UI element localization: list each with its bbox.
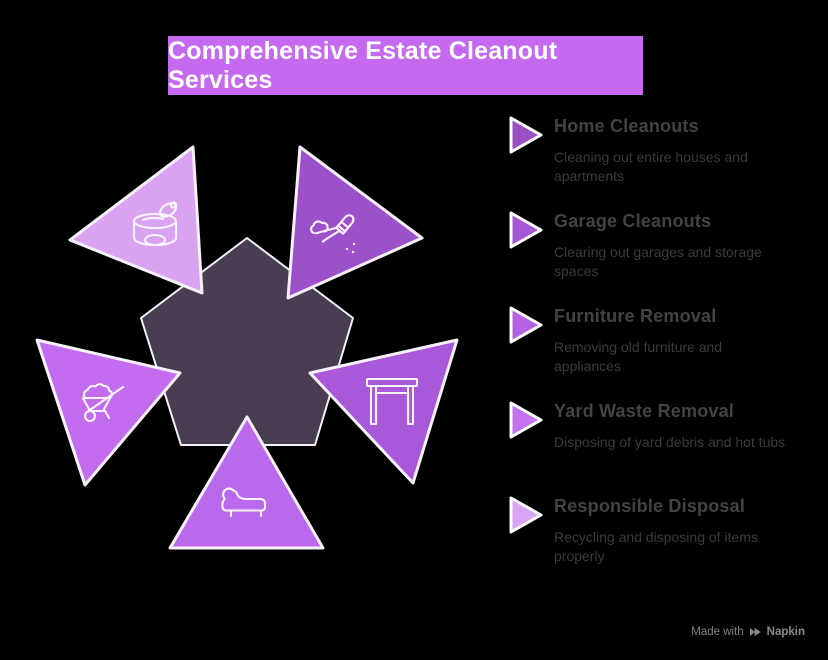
item-description: Clearing out garages and storage spaces — [554, 244, 762, 279]
item-description: Recycling and disposing of items properl… — [554, 529, 758, 564]
broom-sweep-icon — [310, 214, 356, 254]
item-title: Garage Cleanouts — [554, 211, 712, 231]
item-description: Removing old furniture and appliances — [554, 339, 723, 374]
item-description: Disposing of yard debris and hot tubs — [554, 434, 786, 450]
triangle-top-right — [286, 145, 424, 300]
list-item: Garage Cleanouts Clearing out garages an… — [508, 208, 808, 303]
item-title: Home Cleanouts — [554, 116, 699, 136]
service-list: Home Cleanouts Cleaning out entire house… — [508, 113, 808, 588]
table-icon — [365, 377, 419, 426]
napkin-brand-label: Napkin — [766, 626, 805, 638]
list-item: Furniture Removal Removing old furniture… — [508, 303, 808, 398]
triangle-right — [308, 338, 459, 485]
list-item: Home Cleanouts Cleaning out entire house… — [508, 113, 808, 208]
bullet-triangle-icon — [509, 496, 543, 534]
canned-food-icon — [132, 201, 178, 247]
made-with-label: Made with — [691, 626, 744, 638]
title-banner: Comprehensive Estate Cleanout Services — [168, 36, 643, 95]
bullet-triangle-icon — [509, 211, 543, 249]
triangle-top-left — [68, 145, 204, 295]
item-title: Furniture Removal — [554, 306, 717, 326]
bullet-triangle-icon — [509, 306, 543, 344]
bullet-triangle-icon — [509, 116, 543, 154]
item-description: Cleaning out entire houses and apartment… — [554, 149, 748, 184]
item-title: Responsible Disposal — [554, 496, 746, 516]
napkin-logo-icon — [749, 628, 761, 636]
triangle-left — [35, 338, 182, 487]
chaise-couch-icon — [221, 487, 267, 518]
page-title: Comprehensive Estate Cleanout Services — [168, 36, 558, 94]
list-item: Responsible Disposal Recycling and dispo… — [508, 493, 808, 588]
bullet-triangle-icon — [509, 401, 543, 439]
item-title: Yard Waste Removal — [554, 401, 735, 421]
triangle-bottom — [168, 415, 325, 550]
list-item: Yard Waste Removal Disposing of yard deb… — [508, 398, 808, 493]
made-with-napkin: Made with Napkin — [691, 626, 805, 638]
wheelbarrow-icon — [81, 383, 125, 423]
